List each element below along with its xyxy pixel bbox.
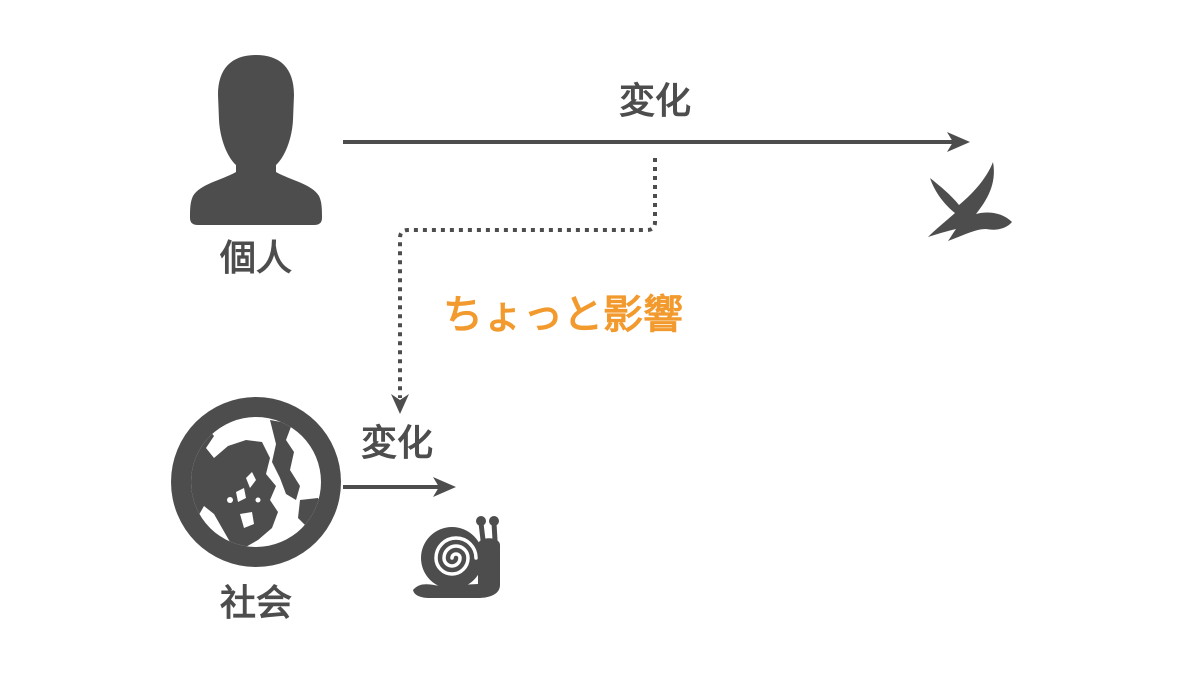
arrowhead-down	[391, 394, 409, 414]
arrowhead-right	[433, 477, 456, 497]
person-icon	[190, 55, 322, 225]
influence-arrow	[391, 158, 657, 414]
society-label: 社会	[220, 583, 292, 624]
swallow-icon	[928, 162, 1012, 241]
society-change-label: 変化	[361, 422, 433, 464]
individual-label: 個人	[219, 238, 292, 279]
snail-icon	[413, 516, 500, 598]
society-change-arrow	[343, 477, 456, 497]
globe-icon	[171, 397, 341, 567]
individual-change-arrow	[343, 132, 970, 152]
individual-change-label: 変化	[619, 80, 691, 122]
arrowhead-right	[947, 132, 970, 152]
influence-label: ちょっと影響	[443, 292, 683, 338]
